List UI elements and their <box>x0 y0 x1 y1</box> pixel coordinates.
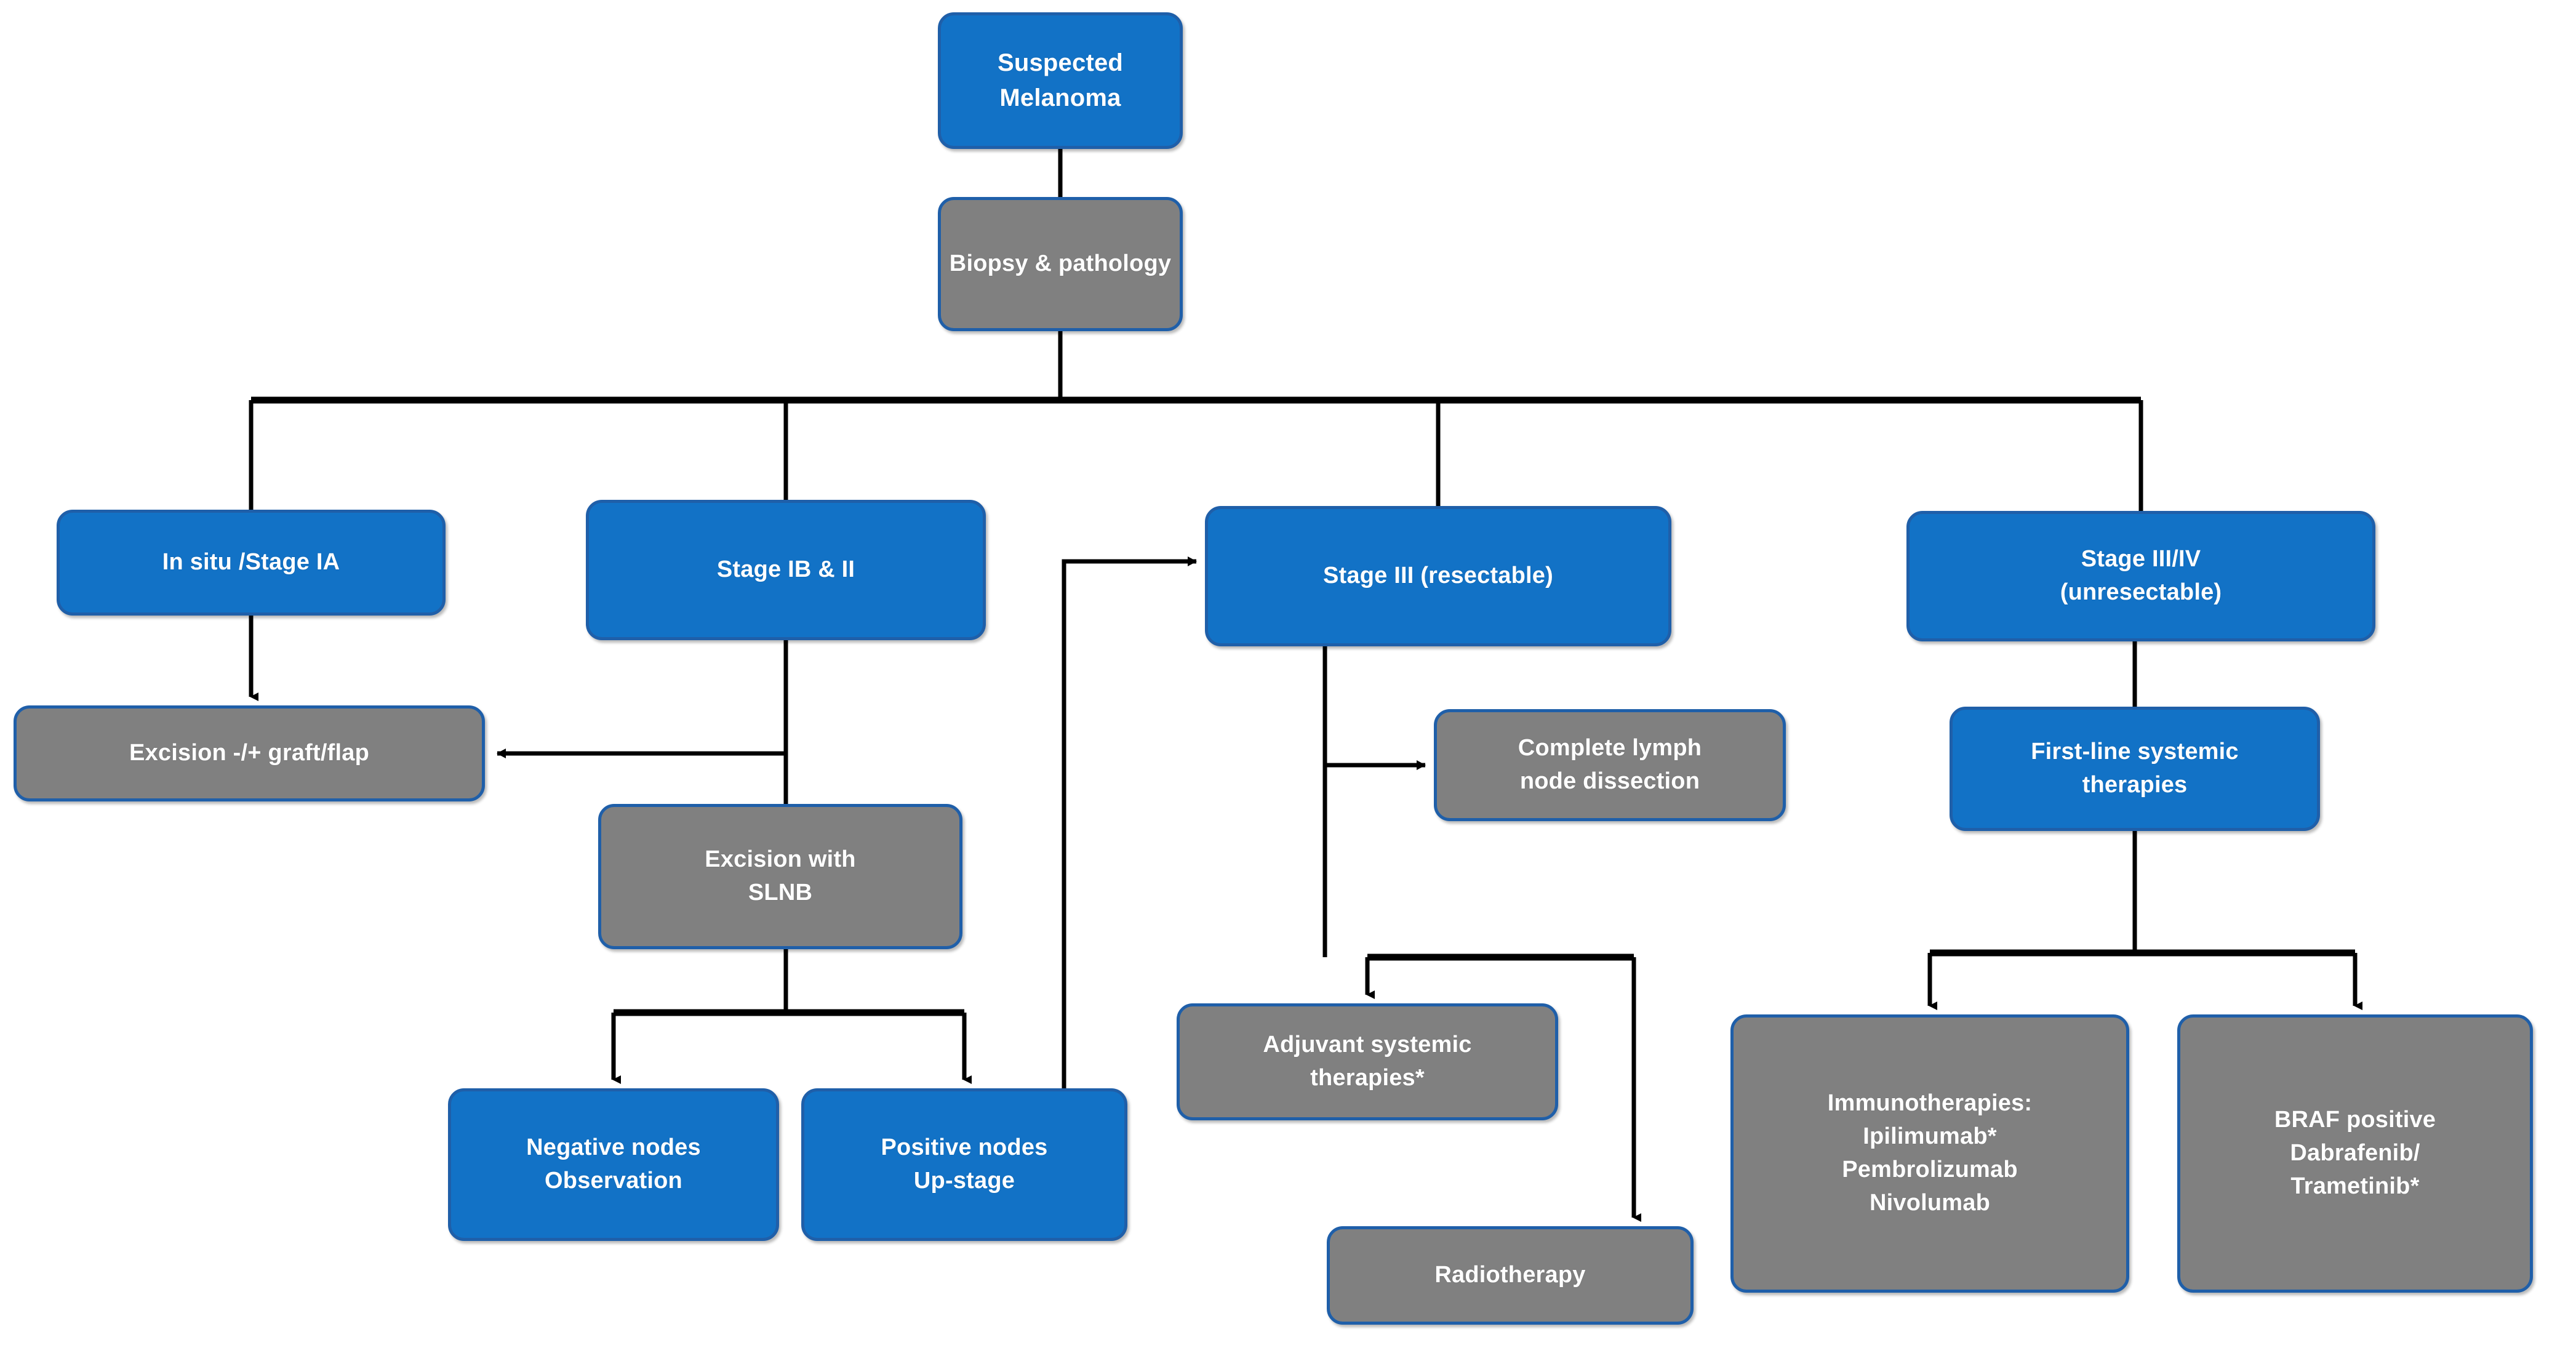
node-first-line-systemic-therapies[interactable]: First-line systemic therapies <box>1950 707 2320 831</box>
node-label: Complete lymph node dissection <box>1518 735 1702 794</box>
node-label: Stage III/IV (unresectable) <box>2060 546 2222 605</box>
node-excision-with-slnb[interactable]: Excision with SLNB <box>598 804 962 949</box>
node-label: BRAF positive Dabrafenib/ Trametinib* <box>2274 1107 2436 1199</box>
node-biopsy-pathology[interactable]: Biopsy & pathology <box>938 197 1183 331</box>
node-label: Stage IB & II <box>716 556 855 583</box>
node-complete-lymph-node-dissection[interactable]: Complete lymph node dissection <box>1434 709 1786 821</box>
node-excision-graft-flap[interactable]: Excision -/+ graft/flap <box>14 705 485 801</box>
node-label: Excision -/+ graft/flap <box>129 740 369 766</box>
node-label: In situ /Stage IA <box>162 549 340 576</box>
node-in-situ-stage-ia[interactable]: In situ /Stage IA <box>57 510 446 616</box>
node-radiotherapy[interactable]: Radiotherapy <box>1327 1226 1694 1325</box>
node-braf-positive[interactable]: BRAF positive Dabrafenib/ Trametinib* <box>2177 1014 2533 1293</box>
node-adjuvant-systemic-therapies[interactable]: Adjuvant systemic therapies* <box>1177 1003 1558 1120</box>
node-label: Suspected Melanoma <box>997 49 1124 111</box>
node-label: First-line systemic therapies <box>2031 739 2239 798</box>
node-positive-nodes-up-stage[interactable]: Positive nodes Up-stage <box>801 1088 1127 1241</box>
node-label: Stage III (resectable) <box>1323 563 1553 589</box>
node-suspected-melanoma[interactable]: Suspected Melanoma <box>938 12 1183 149</box>
node-label: Immunotherapies: Ipilimumab* Pembrolizum… <box>1827 1090 2033 1216</box>
node-label: Biopsy & pathology <box>949 251 1172 277</box>
node-label: Excision with SLNB <box>705 846 856 905</box>
node-stage-ib-ii[interactable]: Stage IB & II <box>586 500 986 640</box>
edge-positive-nodes-to-stage-iii <box>1062 556 1197 1088</box>
node-negative-nodes-observation[interactable]: Negative nodes Observation <box>448 1088 779 1241</box>
node-label: Radiotherapy <box>1434 1262 1586 1288</box>
node-label: Negative nodes Observation <box>526 1134 701 1194</box>
node-stage-iii-resectable[interactable]: Stage III (resectable) <box>1205 506 1671 646</box>
node-immunotherapies[interactable]: Immunotherapies: Ipilimumab* Pembrolizum… <box>1730 1014 2129 1293</box>
node-stage-iii-iv-unresectable[interactable]: Stage III/IV (unresectable) <box>1906 511 2375 641</box>
node-label: Positive nodes Up-stage <box>881 1134 1048 1194</box>
node-label: Adjuvant systemic therapies* <box>1263 1032 1472 1091</box>
